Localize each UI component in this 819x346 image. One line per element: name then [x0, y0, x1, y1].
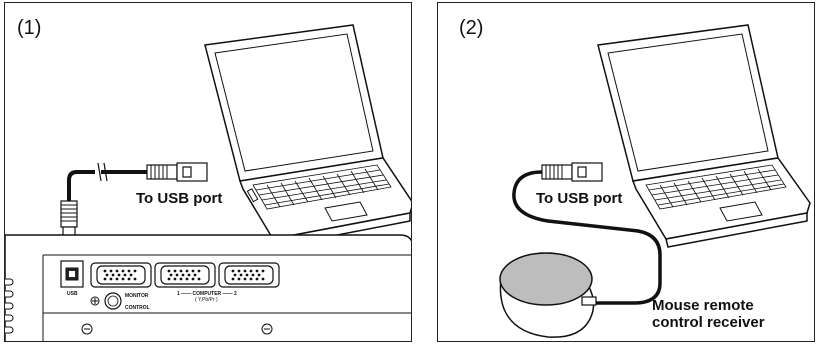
illustration-projector-laptop: USB MONITOR CONTROL 1 —— COMPUTER —— 2 (…	[5, 3, 412, 342]
panel-receiver-connection: (2)	[437, 2, 815, 342]
usb-port-callout: To USB port	[136, 190, 222, 207]
laptop-illustration	[598, 25, 810, 247]
usb-plug-laptop-end	[147, 163, 207, 181]
illustration-receiver-laptop	[438, 3, 815, 342]
mouse-remote-receiver	[500, 253, 596, 337]
laptop-illustration	[205, 25, 412, 247]
computer-port-sublabel: ( Y,Pb/Pr )	[195, 297, 218, 303]
receiver-label-line1: Mouse remote	[652, 297, 765, 314]
monitor-port-label: MONITOR	[125, 293, 149, 299]
receiver-label-line2: control receiver	[652, 314, 765, 331]
usb-plug-laptop-end	[542, 163, 602, 181]
projector-rear-panel	[5, 235, 412, 342]
panel-projector-connection: (1)	[4, 2, 412, 342]
receiver-label: Mouse remote control receiver	[652, 297, 765, 331]
control-port-label: CONTROL	[125, 305, 150, 311]
usb-port-label: USB	[67, 291, 78, 297]
usb-port-callout: To USB port	[536, 190, 622, 207]
